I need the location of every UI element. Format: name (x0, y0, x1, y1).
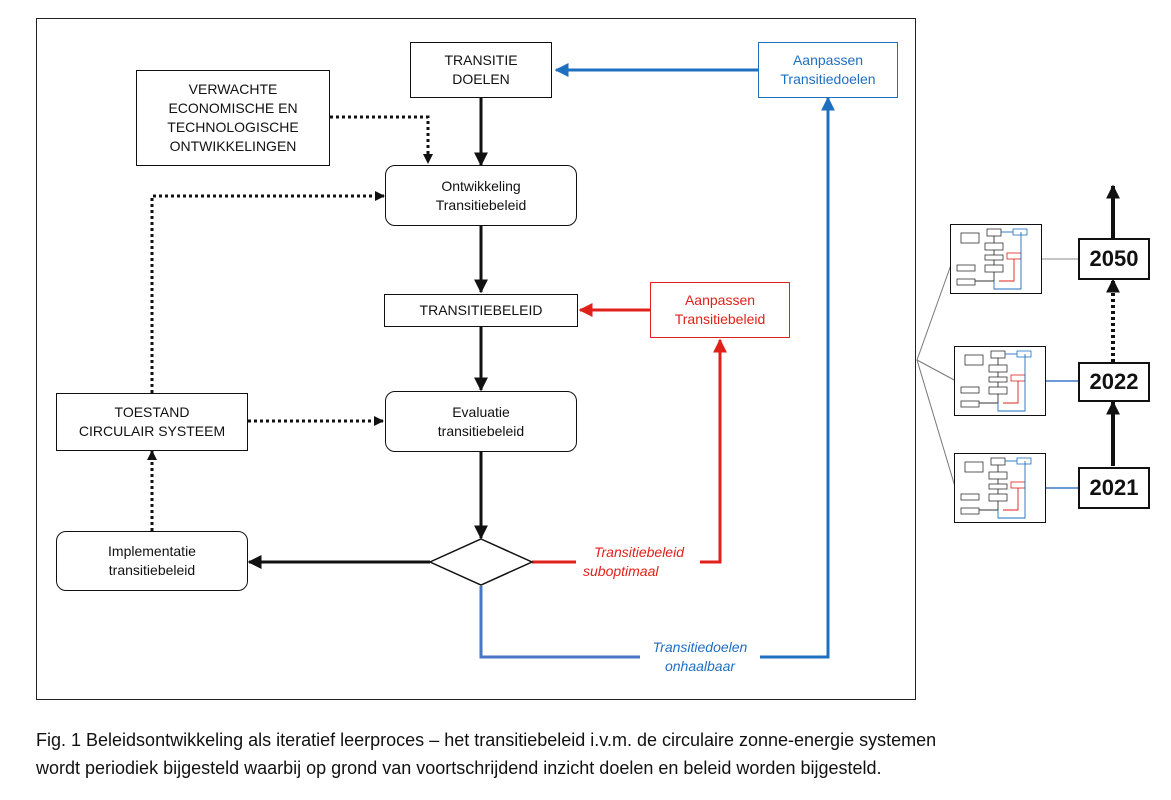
thumbnail-shape (1006, 252, 1022, 260)
year-box-2050: 2050 (1078, 238, 1150, 280)
thumbnail-schematic (960, 350, 1032, 412)
box-line: TECHNOLOGISCHE (167, 119, 299, 135)
box-line: DOELEN (452, 71, 510, 87)
label-line: Transitiebeleid (593, 544, 684, 560)
thumbnail-shape (988, 483, 1008, 490)
diagram-frame (36, 18, 916, 700)
box-toestand: TOESTAND CIRCULAIR SYSTEEM (56, 393, 248, 451)
box-line: Aanpassen (684, 292, 756, 308)
thumbnail-shape (1016, 350, 1032, 358)
thumbnail-shape (1010, 374, 1026, 382)
arrow-to-aanpassen-doelen (760, 96, 835, 659)
thumbnail-line (1003, 488, 1019, 511)
label-line: Transitiedoelen (652, 639, 748, 655)
label-suboptimaal: Transitiebeleid suboptimaal (577, 543, 701, 581)
box-evaluatie: Evaluatie transitiebeleid (385, 391, 577, 452)
box-line: Ontwikkeling (441, 177, 521, 194)
caption-line: wordt periodiek bijgesteld waarbij op gr… (36, 758, 882, 778)
thumbnail-shape (984, 242, 1004, 251)
box-line: Transitiebeleid (435, 196, 527, 213)
box-ontwikkeling: Ontwikkeling Transitiebeleid (385, 165, 577, 226)
box-aanpassen-transitiedoelen: Aanpassen Transitiedoelen (758, 42, 898, 98)
box-line: ECONOMISCHE EN (168, 100, 298, 116)
thumbnail-diagram-2021 (954, 453, 1046, 523)
year-label: 2021 (1089, 475, 1139, 500)
year-label: 2022 (1089, 369, 1139, 394)
thumbnail-line (997, 354, 1026, 412)
figure-caption: Fig. 1 Beleidsontwikkeling als iteratief… (36, 726, 1146, 782)
thumbnail-schematic (956, 228, 1028, 290)
thumbnail-shape (988, 386, 1008, 395)
label-line: suboptimaal (583, 563, 659, 579)
label-line: onhaalbaar (664, 658, 736, 674)
box-line: transitiebeleid (108, 562, 196, 578)
thumbnail-shape (988, 493, 1008, 502)
year-box-2021: 2021 (1078, 467, 1150, 509)
thumbnail-shape (960, 493, 980, 501)
box-line: TRANSITIEBELEID (419, 302, 543, 318)
box-line: transitiebeleid (437, 422, 525, 439)
thumbnail-shape (990, 457, 1006, 466)
thumbnail-shape (988, 364, 1008, 373)
thumbnail-line (997, 461, 1026, 519)
box-verwachte-ontwikkelingen: VERWACHTE ECONOMISCHE EN TECHNOLOGISCHE … (136, 70, 330, 166)
box-line: Implementatie (108, 543, 196, 559)
thumbnail-line (993, 232, 1022, 290)
box-line: CIRCULAIR SYSTEEM (78, 423, 226, 439)
box-line: TRANSITIE (444, 52, 518, 68)
thumbnail-shape (988, 376, 1008, 383)
thumbnail-shape (988, 471, 1008, 480)
thumbnail-shape (960, 232, 980, 244)
thumbnail-shape (960, 507, 980, 515)
arrow-verwachte-to-ontwikkeling (330, 115, 433, 164)
arrow-onhaalbaar-loop (479, 586, 640, 659)
thumbnail-line (979, 394, 999, 404)
zoom-line-mid (916, 359, 957, 382)
zoom-line-top (916, 261, 953, 361)
year-label: 2050 (1089, 246, 1139, 271)
box-line: Transitiedoelen (780, 71, 876, 87)
thumbnail-shape (984, 254, 1004, 261)
box-line: Transitiebeleid (674, 311, 766, 327)
box-line: Evaluatie (452, 403, 510, 420)
thumbnail-line (1003, 381, 1019, 404)
thumbnail-shape (960, 400, 980, 408)
box-aanpassen-transitiebeleid: Aanpassen Transitiebeleid (650, 282, 790, 338)
arrow-to-aanpassen-beleid (700, 338, 727, 564)
thumbnail-diagram-2050 (950, 224, 1042, 294)
thumbnail-line (999, 259, 1015, 282)
zoom-line-bot (916, 359, 957, 491)
box-line: Aanpassen (792, 52, 864, 68)
thumbnail-shape (990, 350, 1006, 359)
box-transitiebeleid: TRANSITIEBELEID (384, 294, 578, 327)
thumbnail-shape (964, 354, 984, 366)
thumbnail-shape (984, 264, 1004, 273)
thumbnail-shape (1012, 228, 1028, 236)
thumbnail-line (975, 272, 995, 282)
thumbnail-shape (1010, 481, 1026, 489)
thumbnail-shape (956, 278, 976, 286)
box-transitie-doelen: TRANSITIE DOELEN (410, 42, 552, 98)
thumbnail-line (979, 501, 999, 511)
thumbnail-shape (1016, 457, 1032, 465)
caption-line: Fig. 1 Beleidsontwikkeling als iteratief… (36, 730, 937, 750)
label-onhaalbaar: Transitiedoelen onhaalbaar (640, 638, 760, 676)
thumbnail-schematic (960, 457, 1032, 519)
box-line: TOESTAND (114, 404, 190, 420)
box-implementatie: Implementatie transitiebeleid (56, 531, 248, 591)
thumbnail-shape (986, 228, 1002, 237)
year-box-2022: 2022 (1078, 362, 1150, 402)
decision-diamond (428, 538, 534, 586)
thumbnail-diagram-2022 (954, 346, 1046, 416)
box-line: ONTWIKKELINGEN (169, 138, 297, 154)
box-line: VERWACHTE (188, 81, 278, 97)
thumbnail-shape (964, 461, 984, 473)
thumbnail-shape (956, 264, 976, 272)
thumbnail-shape (960, 386, 980, 394)
